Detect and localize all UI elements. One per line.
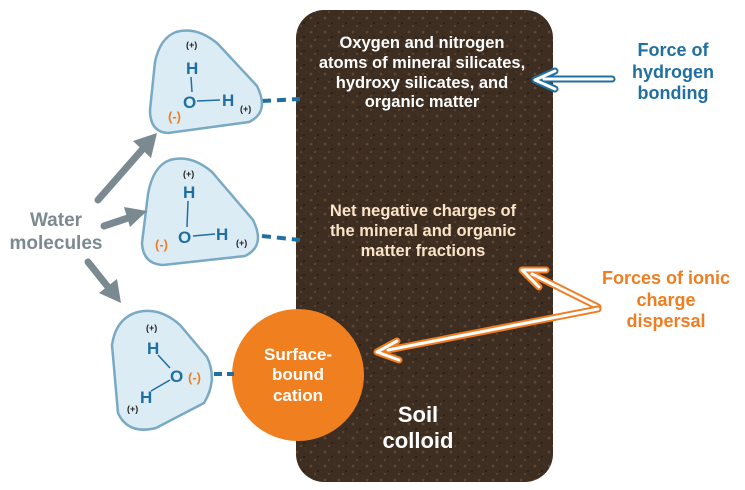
gray-arrow-icon (84, 258, 121, 303)
hydrogen-atom: H (222, 91, 234, 110)
hydrogen-atom: H (186, 59, 198, 78)
hydrogen-bond-line-2 (261, 234, 301, 242)
positive-charge: (+) (183, 169, 194, 179)
positive-charge: (+) (127, 404, 138, 414)
hydrogen-atom: H (147, 339, 159, 358)
soil-colloid-title: Soil colloid (382, 402, 454, 454)
cation-circle (232, 309, 364, 441)
positive-charge: (+) (240, 104, 251, 114)
positive-charge: (+) (186, 40, 197, 50)
water-molecule-icon (140, 157, 260, 267)
hydrogen-atom: H (140, 388, 152, 407)
force-hydrogen-label: Force of hydrogen bonding (631, 40, 714, 104)
oxygen-atom: O (170, 367, 183, 386)
hydrogen-atom: H (216, 225, 228, 244)
outline-arrow-icon (531, 67, 616, 93)
cation-label: Surface-bound cation (263, 345, 333, 405)
negative-charge: (-) (168, 109, 181, 124)
outline-arrow-icon (373, 305, 602, 364)
soil-text-mid: Net negative charges of the mineral and … (329, 202, 517, 260)
positive-charge: (+) (236, 238, 247, 248)
forces-ionic-label: Forces of ionic charge dispersal (601, 268, 731, 332)
soil-text-top: Oxygen and nitrogen atoms of mineral sil… (318, 34, 526, 112)
hydrogen-atom: H (183, 183, 195, 202)
water-molecule-icon (148, 29, 264, 135)
oxygen-atom: O (178, 228, 191, 247)
oxygen-atom: O (183, 93, 196, 112)
negative-charge: (-) (155, 237, 168, 252)
negative-charge: (-) (188, 370, 201, 385)
water-molecules-label: Water molecules (9, 210, 103, 254)
gray-arrow-icon (100, 207, 147, 230)
positive-charge: (+) (146, 323, 157, 333)
outline-arrow-icon (518, 266, 602, 311)
gray-arrow-icon (94, 133, 157, 204)
hydrogen-bond-line-1 (261, 97, 301, 103)
water-molecule-icon (110, 309, 213, 431)
